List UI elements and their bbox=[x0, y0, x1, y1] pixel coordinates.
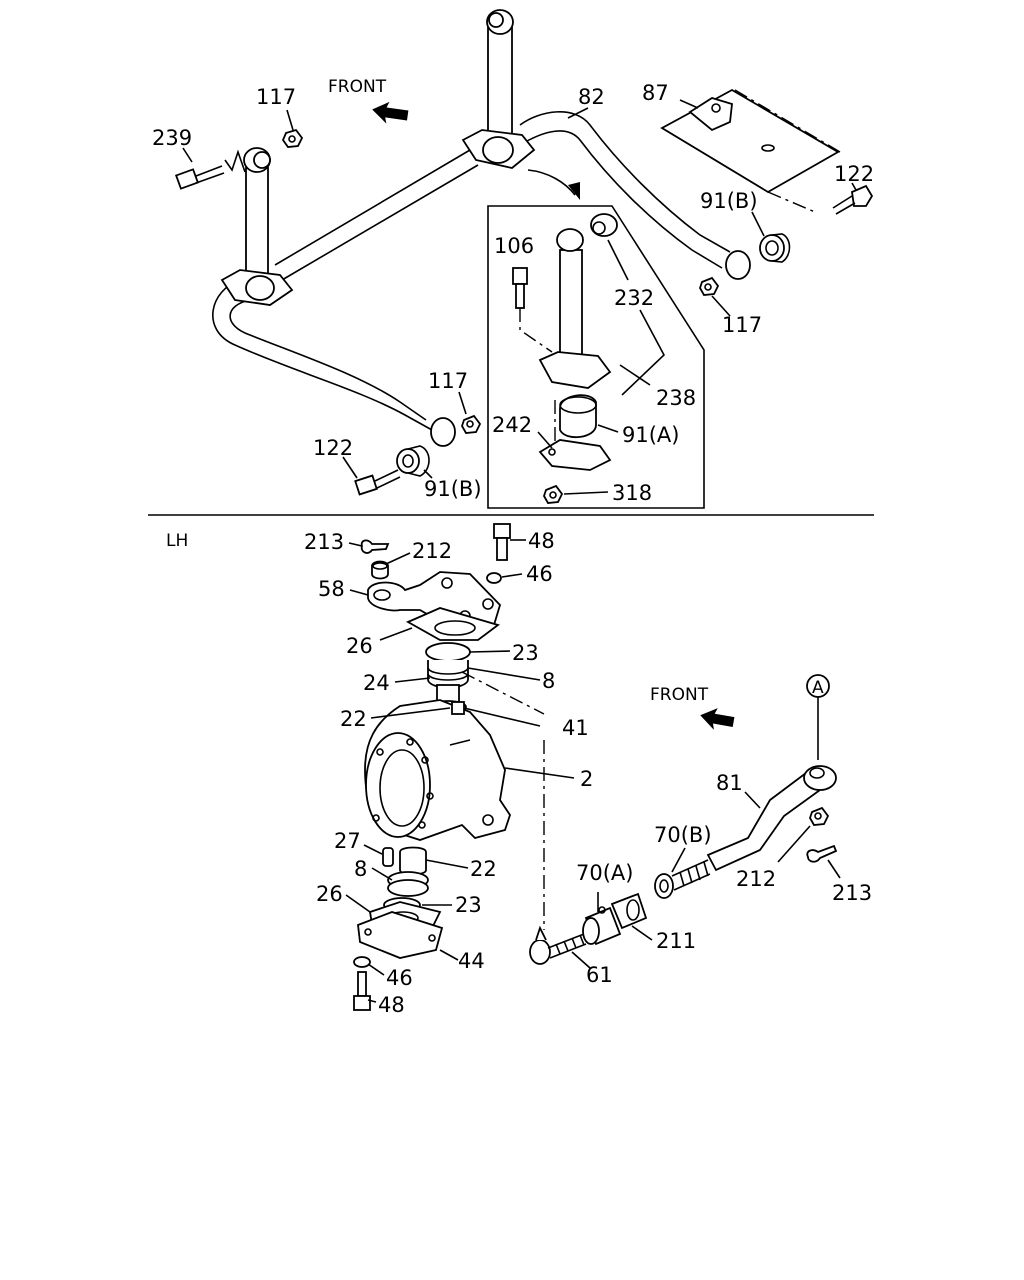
bracket-87 bbox=[660, 88, 841, 213]
label-117b: 117 bbox=[722, 313, 762, 337]
nut-117-right bbox=[699, 276, 720, 296]
label-41: 41 bbox=[562, 716, 589, 740]
stabilizer-assembly bbox=[174, 9, 874, 509]
front-arrow-top bbox=[372, 101, 409, 124]
label-26b: 26 bbox=[316, 882, 343, 906]
label-24: 24 bbox=[363, 671, 390, 695]
label-23a: 23 bbox=[512, 641, 539, 665]
label-242: 242 bbox=[492, 413, 532, 437]
detail-box bbox=[487, 205, 705, 509]
label-91b-b: 91(B) bbox=[424, 477, 482, 501]
label-212a: 212 bbox=[412, 539, 452, 563]
label-213a: 213 bbox=[304, 530, 344, 554]
label-58: 58 bbox=[318, 577, 345, 601]
label-117c: 117 bbox=[428, 369, 468, 393]
bushing-91b-left bbox=[396, 445, 430, 477]
label-91b-a: 91(B) bbox=[700, 189, 758, 213]
knuckle-assembly bbox=[353, 523, 545, 1011]
label-212b: 212 bbox=[736, 867, 776, 891]
label-318: 318 bbox=[612, 481, 652, 505]
label-26a: 26 bbox=[346, 634, 373, 658]
nut-117-top bbox=[281, 128, 304, 148]
tie-rod-assembly: A bbox=[529, 674, 838, 965]
label-87: 87 bbox=[642, 81, 669, 105]
label-46b: 46 bbox=[386, 966, 413, 990]
leaders-bottom bbox=[345, 539, 841, 1003]
front-arrow-bottom bbox=[700, 708, 735, 730]
label-27: 27 bbox=[334, 829, 361, 853]
label-70b: 70(B) bbox=[654, 823, 712, 847]
right-link-rod bbox=[461, 9, 536, 169]
front-label-bottom: FRONT bbox=[650, 685, 709, 705]
label-91a: 91(A) bbox=[622, 423, 679, 447]
bolt-122-top bbox=[832, 184, 874, 215]
label-44: 44 bbox=[458, 949, 485, 973]
label-122b: 122 bbox=[313, 436, 353, 460]
label-8b: 8 bbox=[354, 857, 367, 881]
label-22a: 22 bbox=[340, 707, 367, 731]
bolt-122-left bbox=[354, 469, 401, 496]
label-82: 82 bbox=[578, 85, 605, 109]
callout-a: A bbox=[812, 678, 824, 698]
labels-bottom: 213 212 48 46 58 26 23 24 8 22 41 2 27 8… bbox=[304, 529, 872, 1017]
label-61: 61 bbox=[586, 963, 613, 987]
label-22b: 22 bbox=[470, 857, 497, 881]
label-106: 106 bbox=[494, 234, 534, 258]
label-23b: 23 bbox=[455, 893, 482, 917]
bushing-91b-right bbox=[759, 233, 791, 263]
label-238: 238 bbox=[656, 386, 696, 410]
label-211: 211 bbox=[656, 929, 696, 953]
label-232: 232 bbox=[614, 286, 654, 310]
bolt-239 bbox=[174, 149, 246, 190]
label-2: 2 bbox=[580, 767, 593, 791]
label-70a: 70(A) bbox=[576, 861, 633, 885]
nut-117-left bbox=[461, 414, 482, 434]
label-213b: 213 bbox=[832, 881, 872, 905]
side-label: LH bbox=[166, 531, 188, 551]
labels-top: 117 239 82 87 122 91(B) 117 106 232 238 … bbox=[152, 77, 874, 505]
label-8a: 8 bbox=[542, 669, 555, 693]
label-46a: 46 bbox=[526, 562, 553, 586]
left-link-rod bbox=[220, 147, 294, 306]
label-117a: 117 bbox=[256, 85, 296, 109]
label-48a: 48 bbox=[528, 529, 555, 553]
label-239: 239 bbox=[152, 126, 192, 150]
leaders-top bbox=[182, 99, 857, 495]
front-label-top: FRONT bbox=[328, 77, 387, 97]
label-48b: 48 bbox=[378, 993, 405, 1017]
label-122a: 122 bbox=[834, 162, 874, 186]
label-81: 81 bbox=[716, 771, 743, 795]
